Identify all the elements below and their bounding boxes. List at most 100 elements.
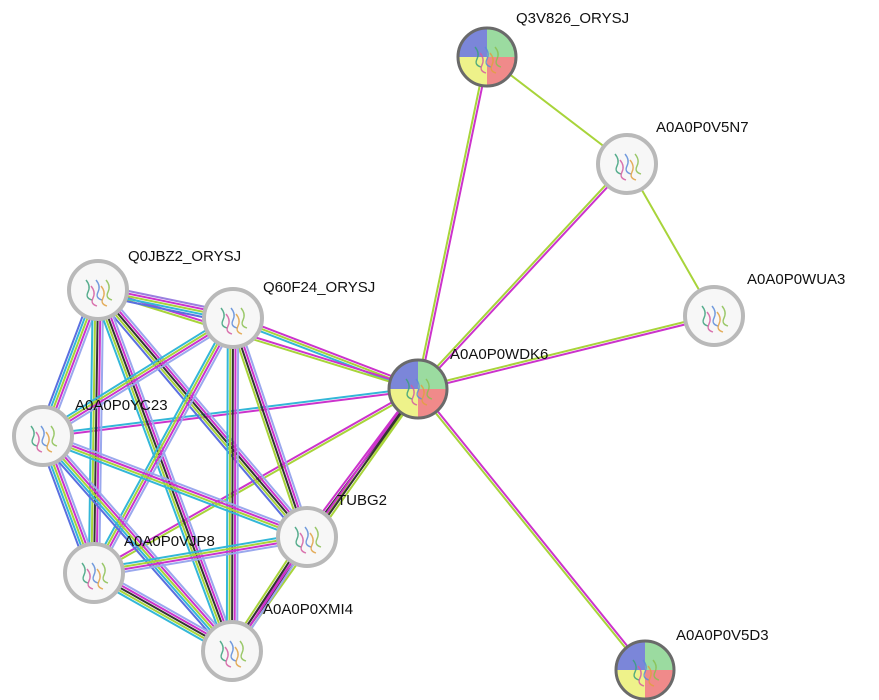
edge-q0jbz2-orysj-tubg2[interactable] [93, 285, 312, 542]
node-a0a0p0wdk6[interactable] [387, 358, 449, 420]
node-ring [67, 259, 129, 321]
node-a0a0p0vjp8[interactable] [63, 542, 125, 604]
protein-structure-icon [219, 640, 247, 668]
edge-line [418, 387, 648, 671]
node-a0a0p0xmi4[interactable] [201, 620, 263, 682]
edge-a0a0p0yc23-tubg2[interactable] [40, 431, 310, 542]
node-ring [683, 285, 745, 347]
edge-line [418, 56, 490, 391]
edge-line [43, 431, 310, 535]
edge-line [44, 320, 237, 441]
edge-line [97, 287, 420, 389]
node-label-q0jbz2-orysj: Q0JBZ2_ORYSJ [128, 248, 241, 265]
node-quadrant [616, 641, 645, 670]
edge-q60f24-orysj-a0a0p0yc23[interactable] [39, 313, 237, 441]
node-q60f24-orysj[interactable] [202, 287, 264, 349]
node-ring [387, 358, 449, 420]
node-quadrant [389, 389, 418, 418]
edge-tubg2-a0a0p0vjp8[interactable] [92, 532, 309, 578]
edge-line [95, 290, 307, 540]
edge-a0a0p0wdk6-a0a0p0v5d3[interactable] [415, 387, 648, 672]
node-quadrant [458, 28, 487, 57]
edge-line [45, 431, 237, 649]
edge-q3v826-orysj-a0a0p0wdk6[interactable] [415, 55, 490, 391]
edge-q0jbz2-orysj-a0a0p0xmi4[interactable] [92, 287, 238, 654]
node-quadrant [389, 360, 418, 389]
edge-line [87, 288, 94, 574]
node-quadrant [645, 641, 674, 670]
edge-line [93, 289, 99, 574]
edge-line [417, 163, 629, 391]
edge-line [230, 317, 307, 539]
edge-line [233, 316, 310, 538]
node-q0jbz2-orysj[interactable] [67, 259, 129, 321]
edge-line [416, 313, 715, 389]
protein-structure-icon [474, 46, 502, 74]
edge-q60f24-orysj-a0a0p0xmi4[interactable] [225, 316, 240, 653]
node-q3v826-orysj[interactable] [456, 26, 518, 88]
node-label-a0a0p0wdk6: A0A0P0WDK6 [450, 346, 548, 363]
node-label-q60f24-orysj: Q60F24_ORYSJ [263, 279, 375, 296]
edge-line [99, 288, 236, 652]
edge-q60f24-orysj-tubg2[interactable] [228, 315, 312, 540]
edge-line [40, 438, 307, 542]
node-ring [202, 287, 264, 349]
protein-structure-icon [701, 305, 729, 333]
node-label-a0a0p0v5n7: A0A0P0V5N7 [656, 119, 749, 136]
edge-line [92, 290, 229, 654]
edge-line [417, 316, 716, 392]
edge-line [233, 317, 237, 653]
protein-structure-icon [81, 562, 109, 590]
edge-a0a0p0wua3-a0a0p0wdk6[interactable] [416, 313, 716, 392]
edge-line [101, 287, 238, 651]
edge-line [40, 436, 232, 654]
node-a0a0p0yc23[interactable] [12, 405, 74, 467]
node-label-a0a0p0vjp8: A0A0P0VJP8 [124, 533, 215, 550]
node-ring [12, 405, 74, 467]
nodes-layer [12, 26, 745, 700]
edge-line [41, 315, 234, 436]
edge-q0jbz2-orysj-a0a0p0vjp8[interactable] [87, 288, 105, 575]
node-ring [596, 133, 658, 195]
node-ring [614, 639, 676, 700]
protein-structure-icon [405, 378, 433, 406]
node-label-q3v826-orysj: Q3V826_ORYSJ [516, 10, 629, 27]
protein-structure-icon [220, 307, 248, 335]
edge-line [228, 318, 305, 540]
node-label-a0a0p0yc23: A0A0P0YC23 [75, 397, 168, 414]
node-tubg2[interactable] [276, 506, 338, 568]
node-quadrant [487, 57, 516, 86]
edge-line [42, 318, 235, 439]
edge-line [94, 317, 236, 575]
edge-line [225, 316, 229, 652]
node-quadrant [487, 28, 516, 57]
protein-structure-icon [632, 659, 660, 687]
node-quadrant [418, 389, 447, 418]
edge-line [231, 317, 234, 652]
node-quadrant [418, 360, 447, 389]
edge-a0a0p0v5n7-a0a0p0wdk6[interactable] [416, 162, 629, 391]
node-label-tubg2: TUBG2 [337, 492, 387, 509]
node-a0a0p0v5n7[interactable] [596, 133, 658, 195]
labels-layer: Q3V826_ORYSJ A0A0P0V5N7 A0A0P0WUA3 A0A0P… [75, 10, 845, 644]
node-a0a0p0wua3[interactable] [683, 285, 745, 347]
edge-line [91, 316, 233, 574]
edge-line [93, 292, 305, 542]
edge-line [415, 388, 645, 672]
edge-line [100, 285, 312, 535]
node-ring [276, 506, 338, 568]
protein-structure-icon [85, 279, 113, 307]
edge-line [98, 289, 105, 575]
node-a0a0p0v5d3[interactable] [614, 639, 676, 700]
edge-line [228, 316, 232, 652]
edge-line [97, 289, 308, 538]
edge-a0a0p0yc23-a0a0p0xmi4[interactable] [38, 431, 237, 656]
edge-line [95, 289, 102, 575]
edge-q0jbz2-orysj-a0a0p0wdk6[interactable] [96, 287, 420, 392]
edge-line [232, 314, 420, 388]
edge-line [97, 289, 233, 652]
node-label-a0a0p0v5d3: A0A0P0V5D3 [676, 627, 769, 644]
edge-line [236, 317, 240, 653]
edge-line [93, 537, 309, 576]
